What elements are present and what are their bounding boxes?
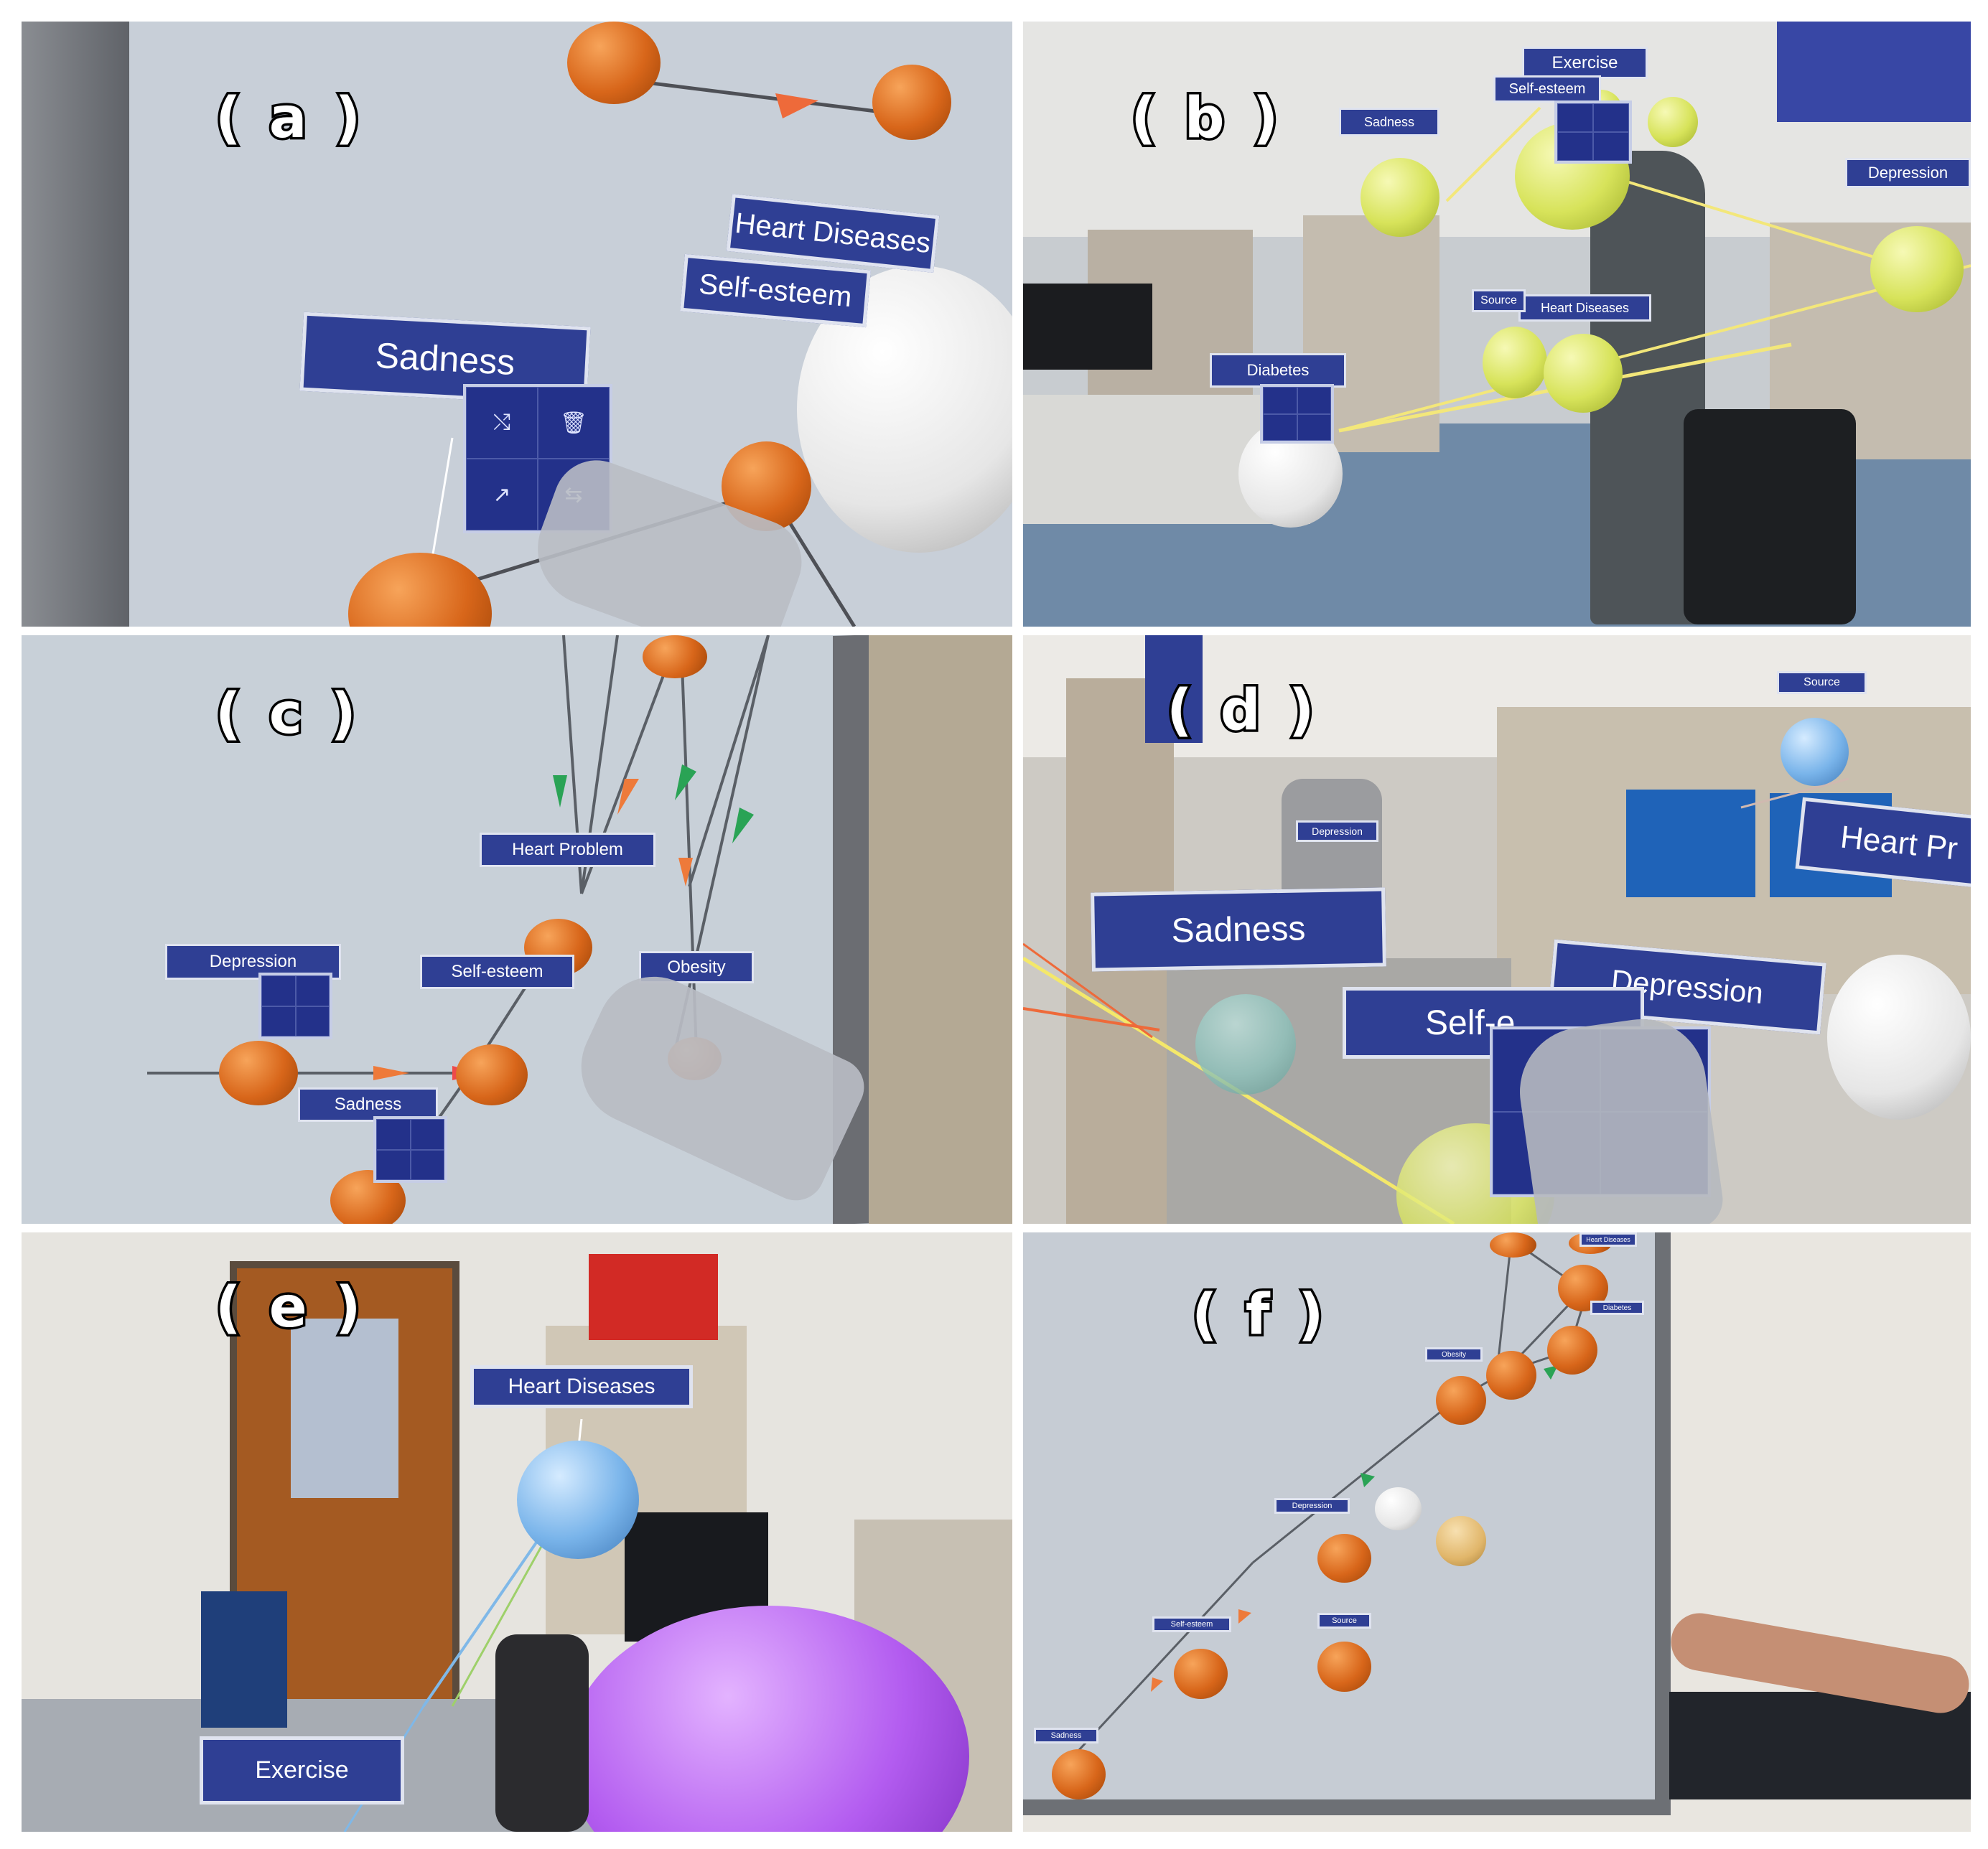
node-label-depression-far[interactable]: Depression — [1296, 820, 1378, 842]
graph-node[interactable] — [567, 22, 661, 104]
graph-node[interactable] — [1195, 994, 1296, 1095]
explore-icon[interactable] — [261, 975, 296, 1006]
graph-node[interactable] — [1174, 1649, 1228, 1699]
merge-icon[interactable] — [295, 1006, 330, 1036]
merge-icon[interactable] — [1297, 413, 1331, 441]
node-label-diabetes[interactable]: Diabetes — [1210, 353, 1346, 388]
new-edge-icon[interactable] — [376, 1149, 411, 1180]
panel-label: ( e ) — [213, 1273, 365, 1343]
graph-node[interactable] — [1490, 1232, 1536, 1258]
panel-label: ( d ) — [1164, 676, 1319, 746]
graph-node[interactable] — [1486, 1351, 1536, 1400]
graph-node[interactable] — [1483, 327, 1547, 398]
panel-label: ( f ) — [1190, 1281, 1328, 1350]
graph-node-selected[interactable] — [567, 1606, 969, 1832]
node-label-self-esteem[interactable]: Self-esteem — [420, 955, 574, 989]
node-label-depression[interactable]: Depression — [1274, 1498, 1350, 1514]
panel-b: Exercise Self-esteem Sadness Depression … — [1023, 22, 1971, 627]
red-box — [589, 1254, 718, 1340]
new-edge-icon[interactable] — [1557, 132, 1593, 161]
explore-icon[interactable]: ⤭ — [466, 387, 538, 459]
graph-node[interactable] — [1436, 1516, 1486, 1566]
node-label-diabetes[interactable]: Diabetes — [1590, 1301, 1644, 1315]
delete-icon[interactable]: 🗑 — [538, 387, 610, 459]
new-edge-icon[interactable] — [1263, 413, 1297, 441]
node-context-menu[interactable] — [373, 1116, 447, 1183]
new-edge-icon[interactable]: ↗ — [466, 459, 538, 530]
graph-edges — [1068, 1238, 1588, 1761]
graph-node[interactable] — [1361, 158, 1439, 237]
panel-label: ( a ) — [213, 84, 365, 154]
graph-node[interactable] — [1436, 1376, 1486, 1425]
delete-icon[interactable] — [1297, 387, 1331, 414]
graph-node[interactable] — [219, 1041, 298, 1105]
graph-node[interactable] — [456, 1044, 528, 1105]
delete-icon[interactable] — [1593, 103, 1629, 132]
graph-node[interactable] — [643, 635, 707, 678]
chair — [1684, 409, 1856, 624]
graph-node[interactable] — [517, 1441, 639, 1559]
panel-f: Heart Diseases Diabetes Obesity Depressi… — [1023, 1232, 1971, 1832]
delete-icon[interactable] — [410, 1119, 444, 1150]
info-panel — [1777, 22, 1971, 122]
node-label-heart-diseases[interactable]: Heart Diseases — [470, 1365, 693, 1408]
graph-node[interactable] — [1870, 226, 1964, 312]
explore-icon[interactable] — [376, 1119, 411, 1150]
node-label-depression[interactable]: Depression — [1845, 158, 1971, 188]
node-label-exercise[interactable]: Exercise — [200, 1736, 404, 1804]
node-label-self-esteem[interactable]: Self-esteem — [1493, 75, 1601, 103]
node-label-source[interactable]: Source — [1777, 671, 1867, 694]
node-label-heart-diseases[interactable]: Heart Diseases — [1579, 1232, 1637, 1247]
graph-node[interactable] — [1317, 1642, 1371, 1692]
explore-icon[interactable] — [1557, 103, 1593, 132]
new-edge-icon[interactable] — [261, 1006, 296, 1036]
delete-icon[interactable] — [295, 975, 330, 1006]
graph-node[interactable] — [1317, 1534, 1371, 1583]
graph-node-selected[interactable] — [1827, 955, 1971, 1120]
background-room — [869, 635, 1012, 1224]
panel-a: Heart Diseases Self-esteem Sadness ⤭ 🗑 ↗… — [22, 22, 1012, 627]
graph-node[interactable] — [1547, 1326, 1597, 1375]
panel-c: Heart Problem Depression Self-esteem Obe… — [22, 635, 1012, 1224]
graph-node[interactable] — [872, 65, 951, 140]
monitor — [1626, 790, 1755, 897]
board-frame — [22, 22, 136, 627]
node-label-exercise[interactable]: Exercise — [1522, 47, 1648, 79]
trash-can — [201, 1591, 287, 1728]
panel-label: ( b ) — [1128, 84, 1283, 154]
node-label-heart-diseases[interactable]: Heart Diseases — [1518, 294, 1651, 322]
merge-icon[interactable] — [410, 1149, 444, 1180]
panel-d: Sadness Heart Pr Depression Self-e Sourc… — [1023, 635, 1971, 1224]
node-label-source[interactable]: Source — [1472, 289, 1526, 312]
node-label-source[interactable]: Source — [1317, 1613, 1371, 1629]
merge-icon[interactable] — [1593, 132, 1629, 161]
node-context-menu[interactable] — [1554, 100, 1632, 164]
graph-node[interactable] — [1052, 1749, 1106, 1799]
node-label-sadness[interactable]: Sadness — [1339, 108, 1439, 136]
graph-edges — [147, 635, 770, 1182]
node-label-sadness[interactable]: Sadness — [1034, 1728, 1098, 1743]
monitor — [1023, 284, 1152, 370]
chair — [495, 1634, 589, 1832]
explore-icon[interactable] — [1263, 387, 1297, 414]
graph-node[interactable] — [1781, 718, 1849, 786]
graph-node[interactable] — [1544, 334, 1623, 413]
panel-e: Heart Diseases Exercise ( e ) — [22, 1232, 1012, 1832]
node-context-menu[interactable] — [258, 973, 332, 1039]
panel-label: ( c ) — [213, 680, 360, 749]
node-label-self-esteem[interactable]: Self-esteem — [1152, 1616, 1231, 1632]
node-label-obesity[interactable]: Obesity — [1425, 1347, 1483, 1362]
info-panel — [1145, 635, 1203, 743]
door-window — [291, 1319, 398, 1498]
node-label-sadness[interactable]: Sadness — [1091, 887, 1386, 972]
graph-node[interactable] — [1648, 97, 1698, 147]
graph-node-selected[interactable] — [1375, 1487, 1422, 1530]
node-context-menu[interactable] — [1260, 384, 1334, 444]
node-label-heart-problem[interactable]: Heart Problem — [480, 833, 655, 867]
